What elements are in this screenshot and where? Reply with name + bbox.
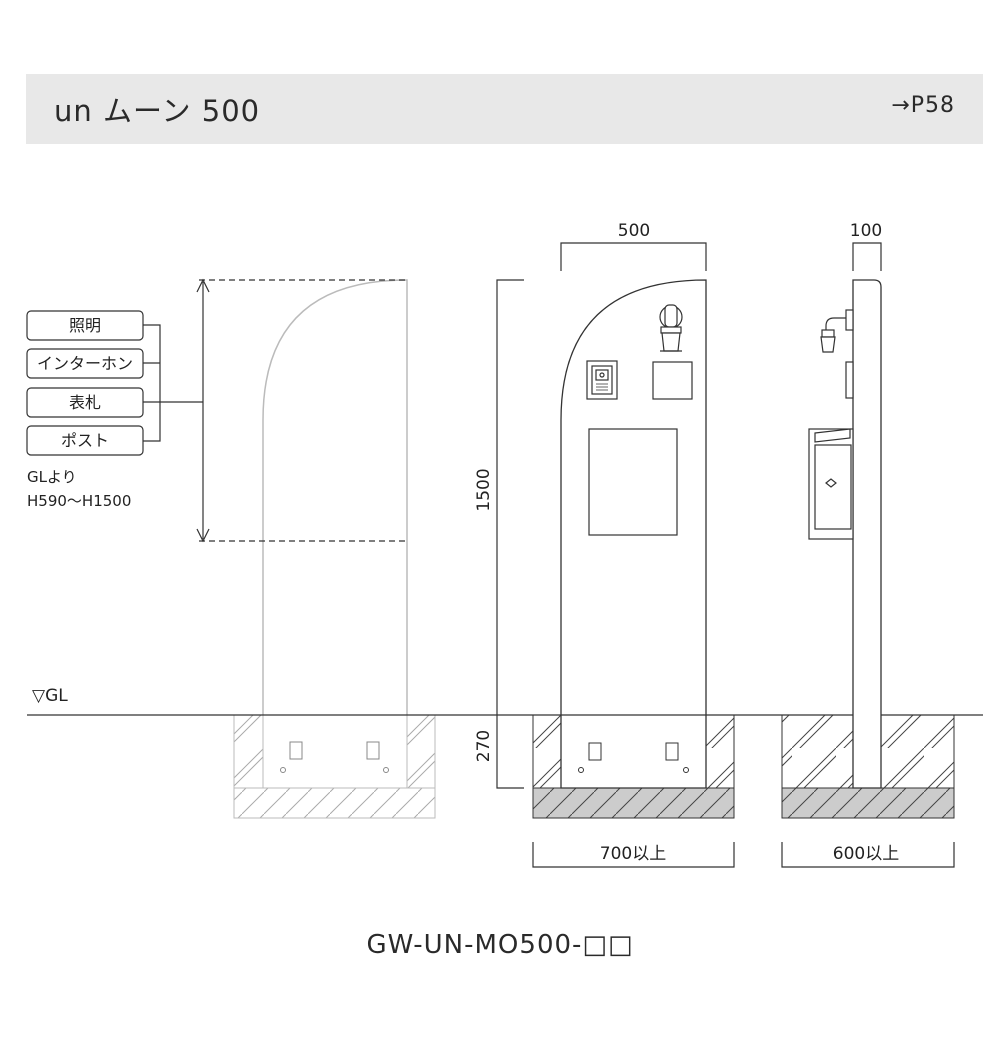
callout-lighting: 照明 bbox=[26, 310, 144, 341]
page-reference: →P58 bbox=[891, 93, 955, 118]
side-foundation-dim: 600以上 bbox=[833, 844, 899, 864]
callout-leaders bbox=[143, 324, 203, 442]
header-bar: un ムーン 500 →P58 bbox=[26, 74, 983, 144]
ground-label: ▽GL bbox=[32, 686, 68, 706]
height-dim: 1500 bbox=[474, 468, 494, 511]
callout-mailbox-label: ポスト bbox=[61, 431, 109, 450]
front-foundation-dim: 700以上 bbox=[600, 844, 666, 864]
model-code: GW-UN-MO500-□□ bbox=[366, 930, 634, 960]
side-mailbox bbox=[808, 428, 854, 540]
mount-note-line1: GLより bbox=[27, 468, 77, 486]
callout-nameplate-label: 表札 bbox=[69, 393, 101, 412]
page-title: un ムーン 500 bbox=[54, 94, 261, 128]
side-intercom bbox=[845, 361, 854, 399]
side-elevation: 100 600以上 bbox=[781, 221, 955, 868]
lamp-icon bbox=[659, 304, 683, 352]
callout-lighting-label: 照明 bbox=[69, 316, 101, 335]
intercom-icon bbox=[586, 360, 618, 400]
embed-depth-dim: 270 bbox=[474, 730, 494, 762]
nameplate bbox=[652, 361, 693, 400]
callout-mailbox: ポスト bbox=[26, 425, 144, 456]
mailbox-door bbox=[588, 428, 678, 536]
mounting-range-view bbox=[196, 278, 436, 819]
callout-nameplate: 表札 bbox=[26, 387, 144, 418]
side-lamp-icon bbox=[820, 309, 854, 353]
callout-intercom: インターホン bbox=[26, 348, 144, 379]
front-elevation: 500 1500 270 bbox=[474, 221, 735, 868]
side-depth-dim: 100 bbox=[850, 221, 882, 241]
callout-intercom-label: インターホン bbox=[37, 354, 133, 373]
mount-note-line2: H590〜H1500 bbox=[27, 492, 131, 510]
front-width-dim: 500 bbox=[618, 221, 650, 241]
